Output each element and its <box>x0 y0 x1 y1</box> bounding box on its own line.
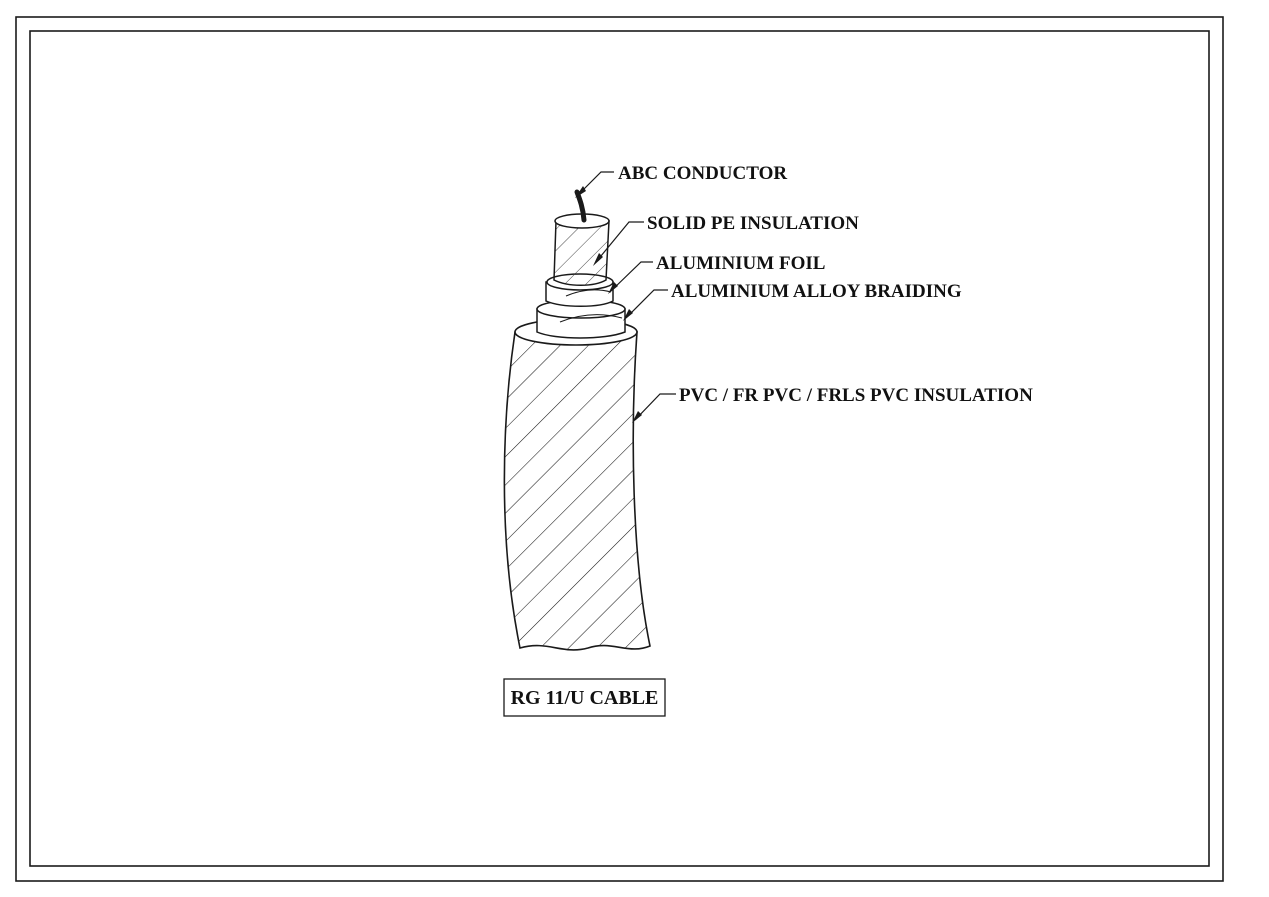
callout-labels: ABC CONDUCTOR SOLID PE INSULATION ALUMIN… <box>618 163 1033 406</box>
callout-jacket: PVC / FR PVC / FRLS PVC INSULATION <box>679 385 1033 406</box>
leader-braiding <box>625 289 668 319</box>
leader-foil <box>610 261 653 292</box>
callout-foil: ALUMINIUM FOIL <box>656 253 825 274</box>
callout-pe-insulation: SOLID PE INSULATION <box>647 213 859 234</box>
leader-pe-insulation <box>595 221 644 263</box>
callout-braiding: ALUMINIUM ALLOY BRAIDING <box>671 281 962 302</box>
caption-box: RG 11/U CABLE <box>503 678 666 717</box>
border-frame <box>15 16 1224 882</box>
cable-pe-insulation <box>553 213 610 286</box>
caption-text: RG 11/U CABLE <box>511 687 659 709</box>
leader-conductor <box>577 171 614 196</box>
leader-lines <box>575 171 676 423</box>
cable-jacket <box>503 318 651 651</box>
leader-jacket <box>634 393 676 421</box>
callout-conductor: ABC CONDUCTOR <box>618 163 787 184</box>
